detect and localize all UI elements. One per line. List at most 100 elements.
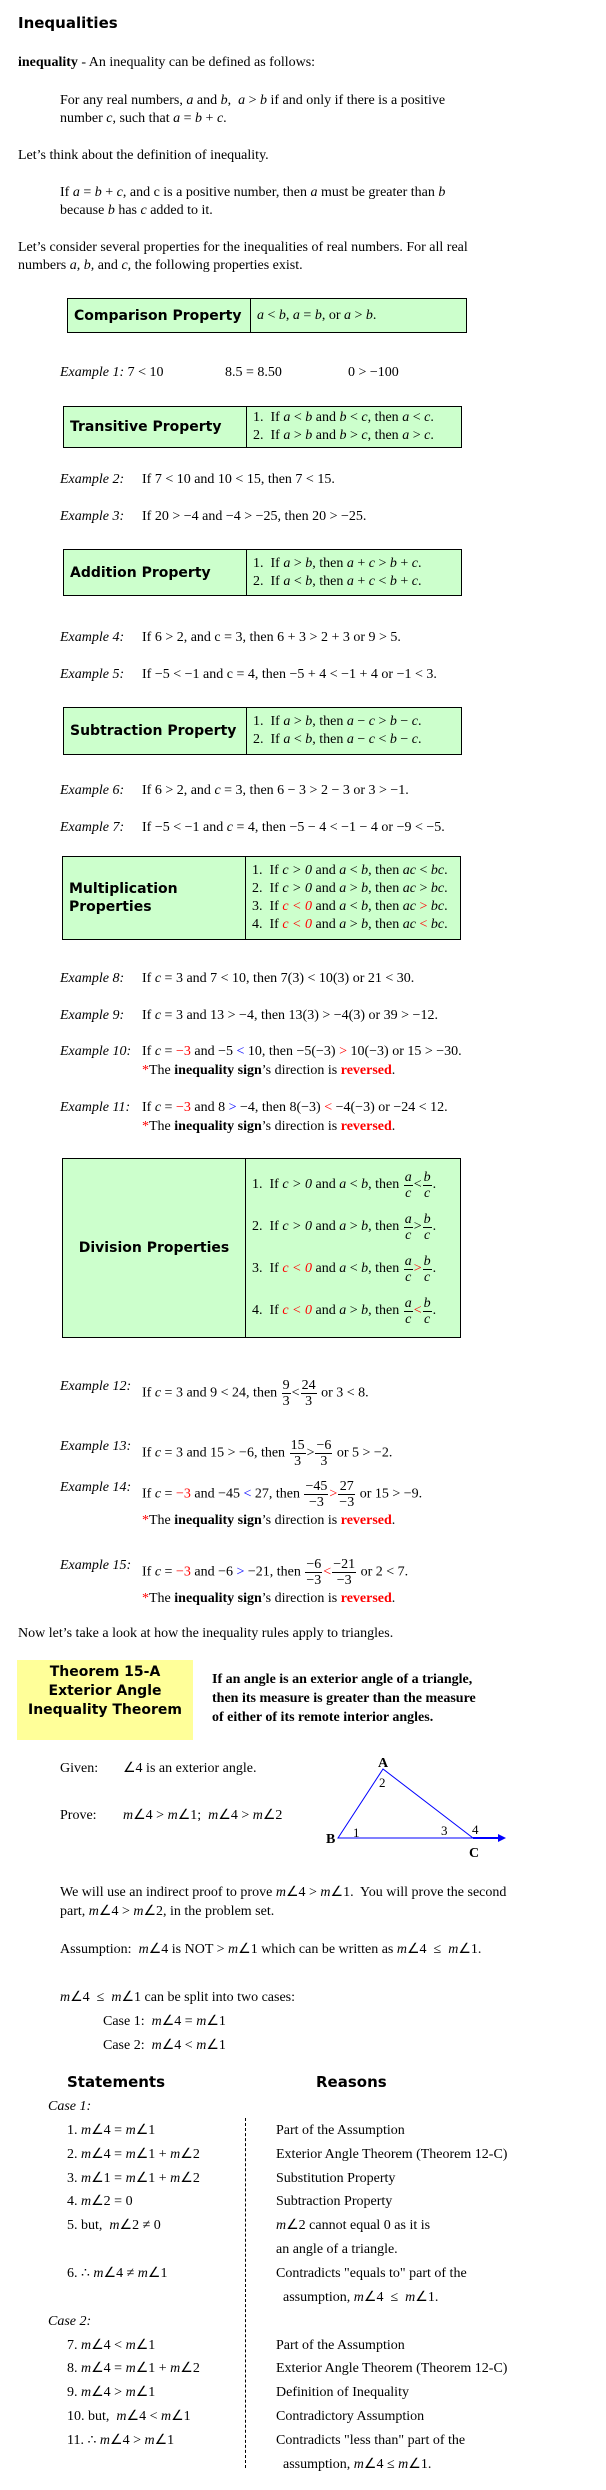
text-run: > bbox=[374, 555, 390, 571]
text-run: ∠2 = 0 bbox=[91, 2194, 133, 2209]
example-label: Example 12: bbox=[60, 1379, 132, 1394]
text-run: 3. If bbox=[252, 899, 283, 914]
column-divider bbox=[245, 2118, 246, 2468]
text-run: m bbox=[151, 2014, 162, 2029]
text-run: numbers bbox=[18, 258, 70, 273]
page-title: Inequalities bbox=[18, 14, 118, 32]
text-run: * bbox=[142, 1513, 149, 1528]
example-label: Example 14: bbox=[60, 1480, 132, 1495]
text-run: + bbox=[101, 185, 117, 200]
property-rules: 1. If c > 0 and a < b, then ac < bc. 2. … bbox=[245, 856, 461, 940]
text-run: because bbox=[60, 203, 108, 218]
text-run: part, bbox=[60, 1904, 89, 1919]
fraction: −45−3 bbox=[304, 1479, 329, 1510]
text-run: inequality sign bbox=[174, 1513, 262, 1528]
property-name: Division Properties bbox=[62, 1158, 246, 1338]
text-run: . bbox=[391, 1513, 396, 1528]
text-run: b bbox=[259, 93, 267, 108]
text-run: > bbox=[350, 307, 366, 323]
text-run: < bbox=[419, 917, 428, 932]
text-run: , then bbox=[312, 732, 347, 747]
text-run: ∠4 = bbox=[161, 2014, 197, 2029]
example-1-part-3: 0 > −100 bbox=[348, 365, 399, 380]
text-run: . bbox=[444, 863, 448, 878]
text-run: b bbox=[107, 203, 115, 218]
text-run: . bbox=[418, 555, 422, 571]
text-run: c bbox=[368, 555, 375, 571]
text-run: = 3 and 7 < 10, then 7(3) < 10(3) or 21 … bbox=[161, 971, 415, 986]
statement-row: 7. m∠4 < m∠1 bbox=[67, 2337, 155, 2355]
text-run: b bbox=[305, 555, 313, 571]
text-run: ∠1 bbox=[171, 2409, 191, 2424]
text-run: ∠1 + bbox=[135, 2171, 171, 2186]
text-run: 3. If bbox=[252, 1261, 283, 1276]
text-run: > bbox=[339, 1044, 347, 1059]
text-run: = bbox=[180, 111, 196, 126]
text-run: ∠2 cannot equal 0 as it is bbox=[286, 2218, 431, 2233]
property-rules: a < b, a = b, or a > b. bbox=[250, 298, 467, 333]
rule: 2. If c > 0 and a > b, then ac > bc. bbox=[252, 880, 454, 898]
text-run: a bbox=[339, 917, 347, 932]
property-name: Comparison Property bbox=[67, 298, 251, 333]
split-text: m∠4 ≤ m∠1 can be split into two cases: bbox=[60, 1989, 295, 2007]
text-run: c bbox=[361, 428, 368, 443]
text-run: 6. ∴ bbox=[67, 2266, 94, 2281]
text-run: < bbox=[346, 1177, 362, 1192]
text-run: If bbox=[142, 1008, 155, 1023]
text-run: < bbox=[323, 1564, 332, 1580]
text-run: and −6 bbox=[190, 1564, 237, 1580]
text-run: = 3 and 9 < 24, then bbox=[161, 1385, 281, 1401]
text-run: 2. If bbox=[252, 1219, 283, 1234]
theorem-title-line: Theorem 15-A bbox=[49, 1664, 161, 1680]
reversed-note: *The inequality sign’s direction is reve… bbox=[142, 1062, 395, 1080]
text-run: a bbox=[339, 1303, 347, 1318]
text-run: Substitution Property bbox=[276, 2171, 396, 2186]
example-label: Example 9: bbox=[60, 1008, 125, 1023]
property-name: Subtraction Property bbox=[63, 707, 247, 755]
text-run: b bbox=[195, 111, 203, 126]
text-run: ∠1 which can be written as bbox=[238, 1942, 397, 1957]
text-run: < bbox=[324, 1100, 333, 1115]
text-run: c bbox=[411, 573, 418, 589]
text-run: a bbox=[283, 732, 291, 747]
text-run: Case 1: bbox=[103, 2014, 152, 2029]
text-run: c bbox=[154, 1044, 162, 1059]
text-run: 2. If bbox=[253, 573, 284, 589]
definition-text: - An inequality can be defined as follow… bbox=[77, 55, 316, 70]
text-run: + bbox=[353, 573, 369, 589]
text-run: inequality sign bbox=[174, 1591, 262, 1606]
text-run: < bbox=[346, 899, 362, 914]
text-run: and bbox=[94, 258, 122, 273]
text-run: . bbox=[432, 1219, 437, 1234]
angle-label: 3 bbox=[441, 1823, 448, 1838]
text-run: > bbox=[290, 555, 306, 571]
text-run: and 8 bbox=[190, 1100, 229, 1115]
text-run: b bbox=[305, 428, 313, 443]
text-run: a bbox=[402, 410, 410, 425]
denominator: c bbox=[424, 1311, 431, 1327]
text-run: , then bbox=[368, 899, 403, 914]
text-run: Contradicts "less than" part of the bbox=[276, 2433, 466, 2448]
text-run: a bbox=[310, 185, 318, 200]
text-run: or 2 < 7. bbox=[357, 1564, 409, 1580]
text-run: ∠4 ≤ bbox=[363, 2457, 399, 2472]
text-run: > bbox=[413, 1261, 422, 1276]
text-run: inequality sign bbox=[174, 1063, 262, 1078]
text-run: m bbox=[196, 2014, 207, 2029]
example-body: If c = −3 and −5 < 10, then −5(−3) > 10(… bbox=[142, 1043, 462, 1061]
text-run: If bbox=[142, 1044, 155, 1059]
text-run: − bbox=[353, 714, 369, 729]
text-run: The bbox=[149, 1591, 175, 1606]
text-run: 4. bbox=[67, 2194, 81, 2209]
text-run: < bbox=[413, 1303, 422, 1318]
text-run: a bbox=[339, 899, 347, 914]
theorem-statement: If an angle is an exterior angle of a tr… bbox=[212, 1670, 476, 1727]
rule: 1. If a > b, then a + c > b + c. bbox=[253, 555, 455, 573]
example-label: Example 15: bbox=[60, 1558, 132, 1573]
angle-label: 4 bbox=[472, 1822, 479, 1837]
text-run: c bbox=[411, 732, 418, 747]
